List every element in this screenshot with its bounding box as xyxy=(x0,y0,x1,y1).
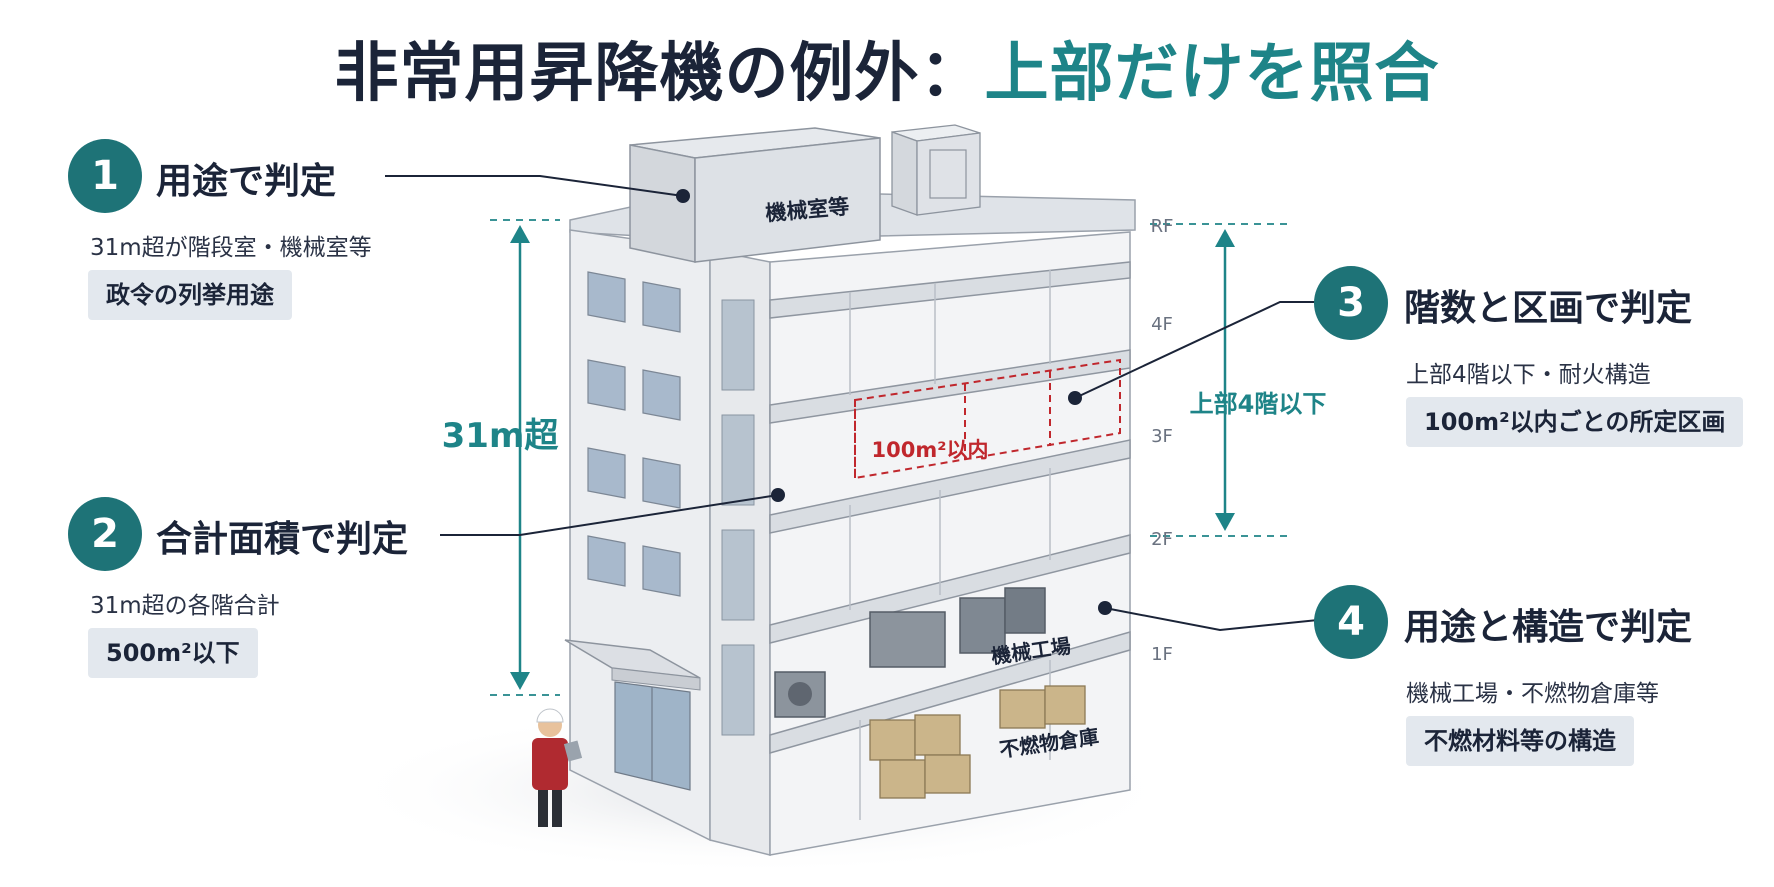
height-label: 31m超 xyxy=(442,416,560,456)
point-4-heading: 用途と構造で判定 xyxy=(1404,607,1693,648)
rooftop-machine-room xyxy=(629,127,881,263)
point-2-detail: 31m超の各階合計 xyxy=(90,593,280,619)
point-2-heading: 合計面積で判定 xyxy=(156,519,409,560)
leader-lines xyxy=(385,175,1322,632)
point-3-box: 100m²以内ごとの所定区画 xyxy=(1406,397,1744,447)
point-3-detail: 上部4階以下・耐火構造 xyxy=(1406,362,1651,388)
point-1-heading: 用途で判定 xyxy=(156,161,337,202)
point-3-heading: 階数と区画で判定 xyxy=(1404,288,1693,329)
floor-label-rf: RF xyxy=(1151,216,1174,237)
worker-figure xyxy=(532,708,583,827)
compartment-label: 100m²以内 xyxy=(872,438,989,462)
title-accent: 上部だけを照合 xyxy=(984,37,1440,111)
compartment-boundary xyxy=(854,358,1121,480)
height-dimension xyxy=(490,219,560,696)
floor-label-3f: 3F xyxy=(1151,426,1173,447)
warehouse-boxes xyxy=(869,685,1086,799)
title-main: 非常用昇降機の例外： xyxy=(334,37,985,111)
upper-floors-label: 上部4階以下 xyxy=(1190,390,1327,418)
floor-slabs xyxy=(769,261,1131,754)
page-title: 非常用昇降機の例外：上部だけを照合 xyxy=(0,22,1774,114)
floor-label-2f: 2F xyxy=(1151,529,1173,550)
point-3-number: 3 xyxy=(1314,266,1388,340)
point-2-number: 2 xyxy=(68,497,142,571)
point-4-detail: 機械工場・不燃物倉庫等 xyxy=(1406,681,1659,707)
side-windows xyxy=(587,271,681,597)
point-1-box: 政令の列挙用途 xyxy=(88,270,292,320)
point-4-box: 不燃材料等の構造 xyxy=(1406,716,1634,766)
floor-label-4f: 4F xyxy=(1151,314,1173,335)
point-1-number: 1 xyxy=(68,139,142,213)
factory-machines xyxy=(774,587,1046,718)
point-4-number: 4 xyxy=(1314,585,1388,659)
point-2-box: 500m²以下 xyxy=(88,628,258,678)
rooftop-ac-unit xyxy=(891,124,981,216)
upper-floors-dimension xyxy=(1150,223,1290,537)
point-1-detail: 31m超が階段室・機械室等 xyxy=(90,235,372,261)
floor-label-1f: 1F xyxy=(1151,644,1173,665)
